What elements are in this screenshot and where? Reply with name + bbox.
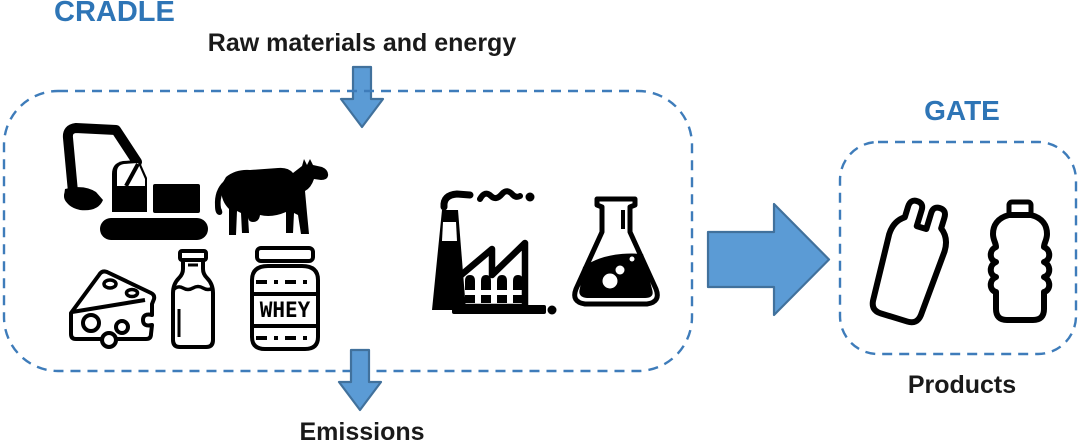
plastic-bag-icon (869, 197, 950, 326)
plastic-bottle-icon (987, 199, 1053, 323)
cradle-box (2, 89, 694, 373)
gate-box (838, 140, 1078, 356)
emissions-label: Emissions (299, 418, 425, 446)
cheese-icon (69, 269, 157, 349)
gate-title: GATE (924, 95, 1000, 126)
arrow-down-input-icon (339, 65, 385, 129)
flask-icon (572, 196, 660, 307)
arrow-down-emissions-icon (337, 348, 383, 412)
whey-jar-icon: WHEY (250, 246, 320, 351)
cradle-title: CRADLE (54, 0, 175, 28)
excavator-icon (62, 123, 208, 240)
milk-bottle-icon (171, 249, 215, 349)
products-label: Products (907, 371, 1017, 399)
raw-materials-label: Raw materials and energy (207, 29, 517, 57)
whey-jar-label: WHEY (260, 298, 311, 322)
cow-icon (214, 159, 329, 235)
factory-icon (432, 188, 557, 315)
arrow-right-icon (706, 202, 831, 317)
